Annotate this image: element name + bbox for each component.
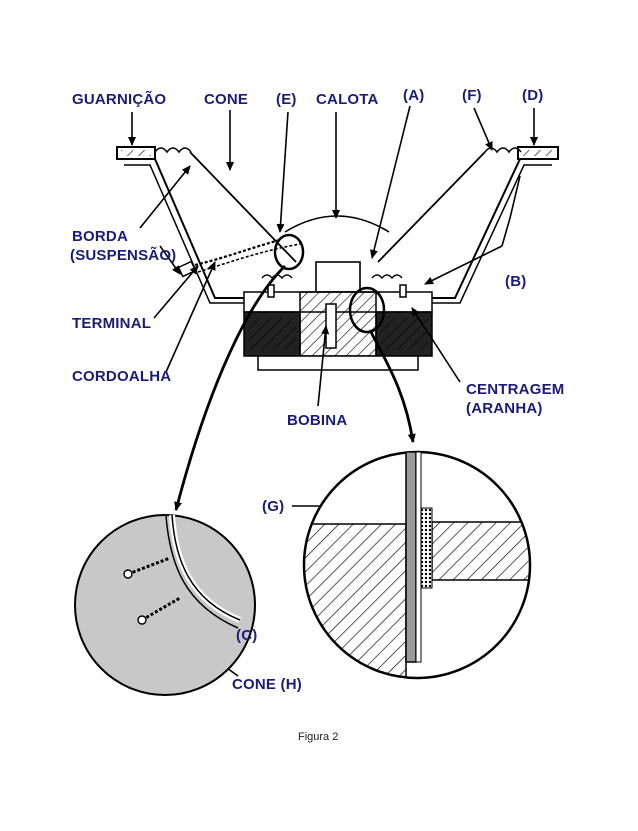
label-d: (D) <box>522 87 544 104</box>
label-cone-h: CONE (H) <box>232 676 302 693</box>
label-a: (A) <box>403 87 425 104</box>
label-calota: CALOTA <box>316 91 379 108</box>
label-cordoalha: CORDOALHA <box>72 368 172 385</box>
detail-voice-coil <box>302 450 532 680</box>
speaker-basket <box>116 146 559 304</box>
label-cone-top: CONE <box>204 91 249 108</box>
label-e: (E) <box>276 91 297 108</box>
detail-circle-coil <box>348 286 386 334</box>
label-guarnicao: GUARNIÇÃO <box>72 91 167 108</box>
label-b: (B) <box>505 273 527 290</box>
detail-cone-braid <box>74 514 256 696</box>
figure-caption: Figura 2 <box>298 731 339 743</box>
label-f: (F) <box>462 87 482 104</box>
label-borda: BORDA <box>72 228 128 245</box>
label-bobina: BOBINA <box>287 412 348 429</box>
detail-circle-e <box>273 233 305 271</box>
label-g: (G) <box>262 498 285 515</box>
label-aranha: (ARANHA) <box>466 400 543 417</box>
magnet-assembly <box>243 284 433 371</box>
label-c: (C) <box>236 627 258 644</box>
label-centragem: CENTRAGEM <box>466 381 565 398</box>
label-terminal: TERMINAL <box>72 315 152 332</box>
label-suspensao: (SUSPENSÃO) <box>70 247 177 264</box>
